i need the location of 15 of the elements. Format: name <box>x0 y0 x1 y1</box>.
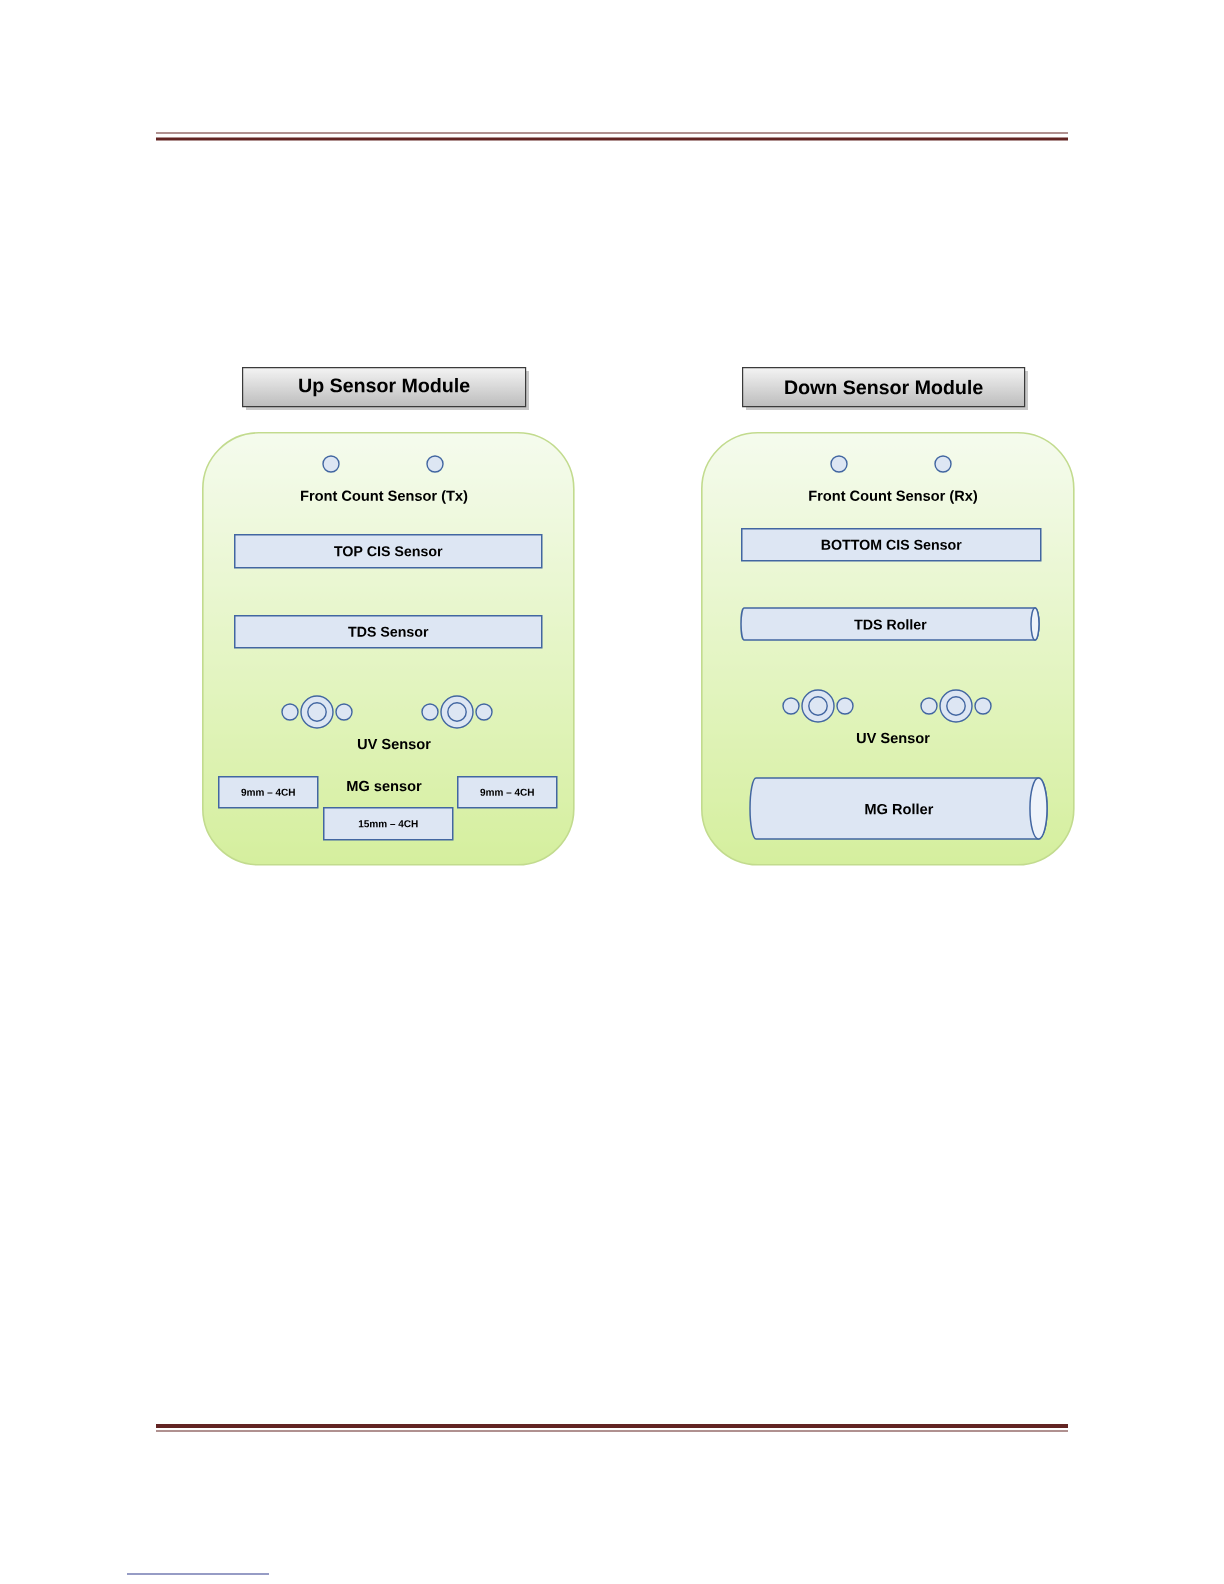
roller-cylinder: TDS Roller <box>740 607 1040 641</box>
sensor-box: TOP CIS Sensor <box>234 534 543 569</box>
sensor-box: 9mm – 4CH <box>218 776 319 809</box>
sensor-label: Front Count Sensor (Rx) <box>809 490 978 504</box>
sensor-label: UV Sensor <box>357 738 431 750</box>
sensor-box: TDS Sensor <box>234 615 543 649</box>
header-box: Up Sensor Module <box>242 367 529 410</box>
sensor-label: MG sensor <box>347 780 422 792</box>
sensor-box: 15mm – 4CH <box>323 807 454 841</box>
sensor-box: 9mm – 4CH <box>457 776 558 809</box>
sensor-label: UV Sensor <box>856 732 930 744</box>
sensor-box: BOTTOM CIS Sensor <box>741 528 1042 562</box>
roller-cylinder: MG Roller <box>749 777 1048 840</box>
header-box: Down Sensor Module <box>742 367 1028 410</box>
sensor-label: Front Count Sensor (Tx) <box>301 490 468 504</box>
